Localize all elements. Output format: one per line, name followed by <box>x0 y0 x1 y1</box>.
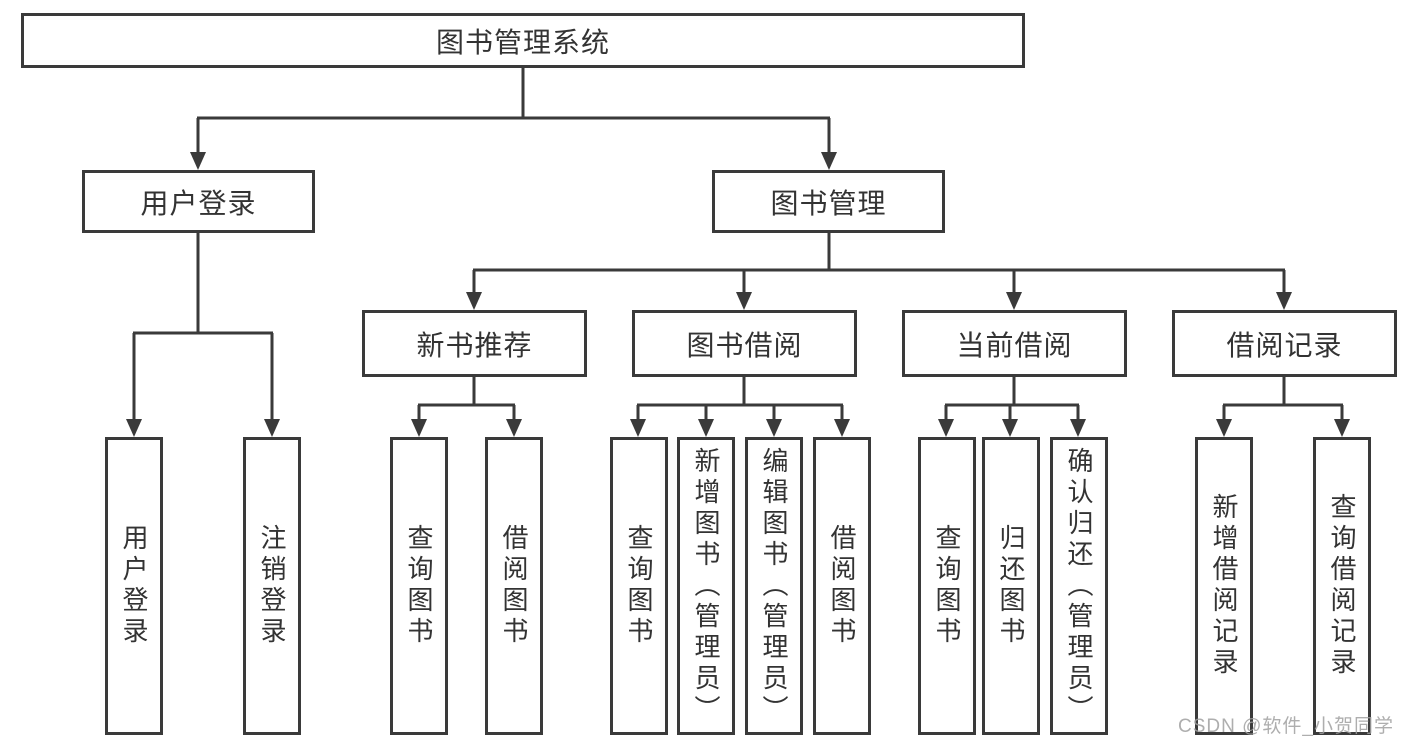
edge-userlogin-to-children <box>126 233 280 437</box>
edge-records-to-children <box>1216 377 1350 437</box>
node-root-library-system: 图书管理系统 <box>21 13 1025 68</box>
node-current-borrowing: 当前借阅 <box>902 310 1127 377</box>
leaf-query-books-borrowing: 查询图书 <box>610 437 668 735</box>
leaf-query-books-recommend: 查询图书 <box>390 437 448 735</box>
leaf-add-books-admin: 新增图书（管理员） <box>677 437 735 735</box>
leaf-borrow-books-borrowing: 借阅图书 <box>813 437 871 735</box>
leaf-add-borrow-record: 新增借阅记录 <box>1195 437 1253 735</box>
leaf-query-borrow-record: 查询借阅记录 <box>1313 437 1371 735</box>
edge-current-to-children <box>938 377 1086 437</box>
edge-bookmgmt-to-level3 <box>466 233 1292 310</box>
node-new-book-recommend: 新书推荐 <box>362 310 587 377</box>
leaf-user-login: 用户登录 <box>105 437 163 735</box>
edge-root-to-level2 <box>190 68 837 170</box>
edge-newbooks-to-children <box>411 377 522 437</box>
csdn-watermark: CSDN @软件_小贺同学 <box>1178 716 1394 737</box>
node-book-management: 图书管理 <box>712 170 945 233</box>
node-borrowing-records: 借阅记录 <box>1172 310 1397 377</box>
node-user-login-group: 用户登录 <box>82 170 315 233</box>
edge-borrowing-to-children <box>630 377 850 437</box>
leaf-return-books: 归还图书 <box>982 437 1040 735</box>
node-book-borrowing: 图书借阅 <box>632 310 857 377</box>
leaf-logout: 注销登录 <box>243 437 301 735</box>
leaf-confirm-return-admin: 确认归还（管理员） <box>1050 437 1108 735</box>
leaf-borrow-books-recommend: 借阅图书 <box>485 437 543 735</box>
leaf-query-books-current: 查询图书 <box>918 437 976 735</box>
leaf-edit-books-admin: 编辑图书（管理员） <box>745 437 803 735</box>
